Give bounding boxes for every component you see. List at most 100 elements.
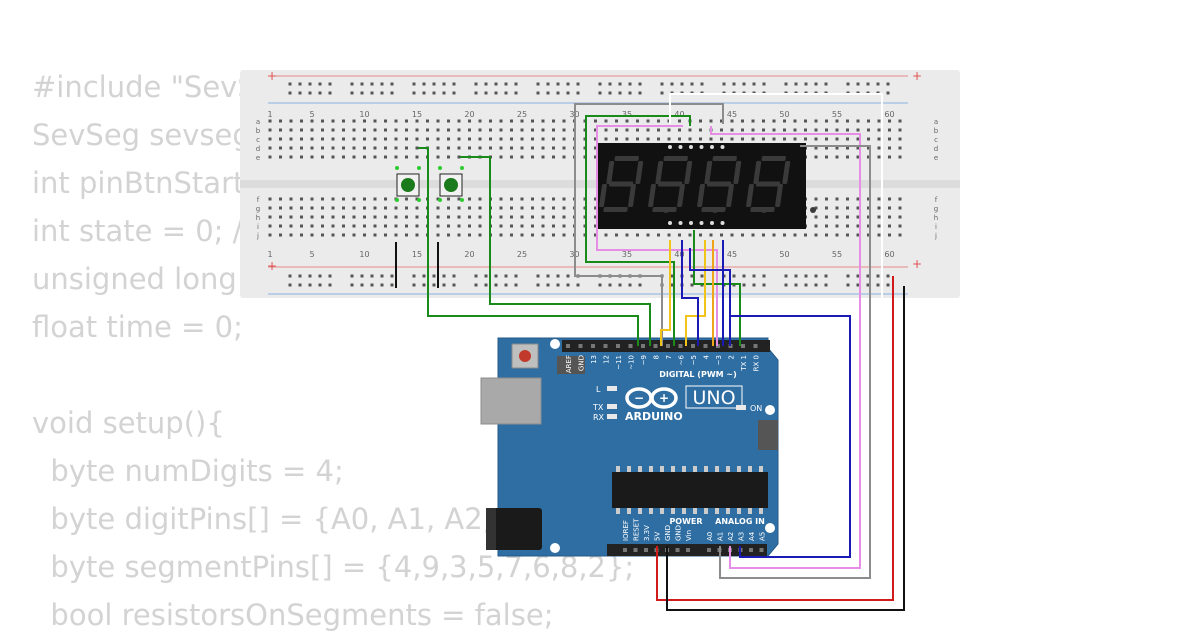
chip-pins <box>616 466 763 514</box>
wire-green-button-stop <box>460 156 651 346</box>
power-pin-label: IOREF <box>622 520 630 541</box>
display-segment <box>712 156 737 161</box>
display-segment <box>755 181 781 187</box>
row-letter: j <box>934 232 937 240</box>
display-pin <box>678 221 683 225</box>
analog-pin-label: A3 <box>738 532 746 541</box>
atmega-chip <box>612 472 768 508</box>
digital-pin-label: GND <box>578 355 586 371</box>
display-pin <box>710 145 714 149</box>
analog-pin-label: A5 <box>759 532 767 541</box>
seven-segment-display <box>596 143 816 229</box>
digital-pin-label: RX 0 <box>753 355 761 371</box>
pushbutton-start[interactable] <box>395 166 421 202</box>
digital-pin-label: 7 <box>665 355 673 359</box>
column-number: 40 <box>674 110 684 119</box>
led-rx <box>607 414 617 419</box>
column-number: 35 <box>622 250 632 259</box>
display-decimal-point <box>810 207 816 213</box>
display-pin <box>699 221 704 225</box>
row-letter: f <box>257 196 260 204</box>
display-segment <box>761 156 786 161</box>
wire-white-digit <box>669 93 883 568</box>
wire-gray-analog-a1 <box>719 145 871 579</box>
display-segment <box>628 184 636 207</box>
display-pin <box>689 221 693 225</box>
code-line: unsigned long <box>32 262 237 296</box>
row-letter: e <box>256 154 260 162</box>
digital-pin-label: ~6 <box>678 354 686 365</box>
analog-pin-label: A1 <box>717 532 725 541</box>
row-letter: a <box>256 118 260 126</box>
column-number: 10 <box>359 250 369 259</box>
wire-red-5v <box>656 276 894 601</box>
power-label: POWER <box>669 517 702 526</box>
display-pin <box>668 145 672 149</box>
wire-pink-display-3 <box>596 125 718 346</box>
display-segment <box>648 184 656 207</box>
column-number: 5 <box>309 110 314 119</box>
display-segment <box>606 161 615 184</box>
row-letter: b <box>256 127 261 135</box>
code-line: bool resistorsOnSegments = false; <box>32 598 554 632</box>
pushbutton-stop[interactable] <box>438 166 464 202</box>
display-segment <box>701 207 726 212</box>
display-segment <box>750 207 775 212</box>
column-number: 50 <box>779 110 789 119</box>
digital-pin-label: 4 <box>703 354 711 359</box>
row-letter: h <box>256 214 260 222</box>
icsp-header-right <box>758 420 778 450</box>
digital-pin-label: 12 <box>603 355 611 364</box>
usb-connector <box>480 377 542 425</box>
display-segment <box>753 161 762 184</box>
row-letter: d <box>256 145 260 153</box>
row-letter: c <box>934 136 938 144</box>
led-tx <box>607 404 617 409</box>
led-l-label: L <box>596 385 601 394</box>
power-jack <box>486 508 542 550</box>
column-number: 55 <box>832 250 842 259</box>
brand-label: ARDUINO <box>625 410 683 423</box>
column-number: 5 <box>309 250 314 259</box>
wire-yellow-display-6 <box>685 240 706 346</box>
digital-pin-label: ~10 <box>628 355 636 370</box>
column-number: 10 <box>359 110 369 119</box>
wire-green-button-start <box>418 147 639 346</box>
digital-pin-label: ~5 <box>690 355 698 365</box>
model-box <box>685 385 743 409</box>
display-segment <box>706 181 732 187</box>
column-number: 35 <box>622 110 632 119</box>
column-number: 40 <box>674 250 684 259</box>
digital-pin-label: ~11 <box>615 355 623 370</box>
reset-button[interactable] <box>519 350 531 362</box>
row-letter: a <box>934 118 938 126</box>
row-letter: j <box>256 232 259 240</box>
row-letter: b <box>934 127 939 135</box>
rail-plus-top-left: + <box>267 69 277 83</box>
row-letter: e <box>934 154 938 162</box>
power-pin-label: 3.3V <box>643 525 651 541</box>
display-segment <box>775 184 783 207</box>
svg-text:−: − <box>634 391 644 405</box>
code-line: byte numDigits = 4; <box>32 454 344 488</box>
display-segment <box>608 181 634 187</box>
display-segment <box>726 184 734 207</box>
row-letter: f <box>935 196 938 204</box>
column-number: 1 <box>267 250 272 259</box>
display-segment <box>684 161 693 184</box>
display-segment <box>652 207 677 212</box>
digital-pin-label: TX 1 <box>740 355 748 372</box>
display-segment <box>697 184 705 207</box>
row-letter: i <box>935 223 937 231</box>
display-pin <box>720 145 725 149</box>
display-segment <box>657 181 683 187</box>
code-line: float time = 0; <box>32 310 243 344</box>
row-letter: g <box>256 205 260 213</box>
column-number: 55 <box>832 110 842 119</box>
column-number: 1 <box>267 110 272 119</box>
display-segment <box>655 161 664 184</box>
power-pin-label: RESET <box>633 518 641 541</box>
digital-pin-label: ~3 <box>715 355 723 365</box>
